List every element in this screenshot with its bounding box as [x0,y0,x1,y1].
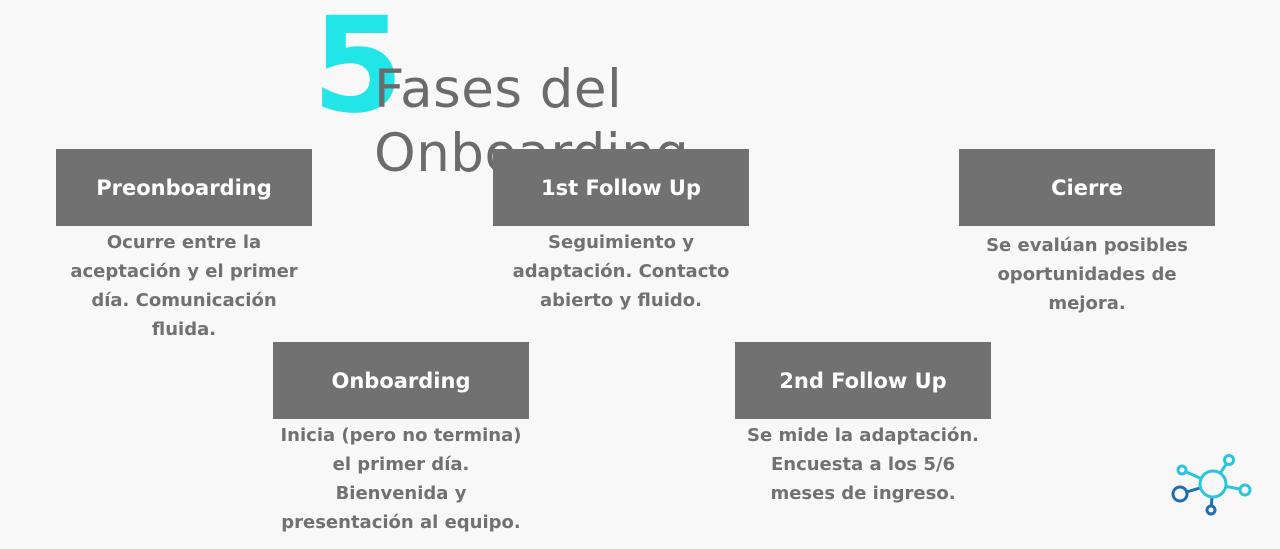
phase-description-cierre: Se evalúan posibles oportunidades de mej… [947,231,1227,318]
description-line: Ocurre entre la [106,232,262,253]
description-line: adaptación. Contacto [512,261,730,282]
description-line: día. Comunicación [91,290,277,311]
description-line: meses de ingreso. [770,483,956,504]
description-line: Inicia (pero no termina) [280,425,522,446]
network-nodes-icon [1171,454,1252,516]
phase-box-cierre: Cierre [959,149,1215,226]
description-line: mejora. [1048,293,1126,314]
phase-description-1st-follow-up: Seguimiento y adaptación. Contacto abier… [481,228,761,315]
page-title: 5 Fases del Onboarding [312,0,952,184]
phase-description-2nd-follow-up: Se mide la adaptación. Encuesta a los 5/… [723,421,1003,508]
description-line: fluida. [151,319,217,340]
description-line: Seguimiento y [548,232,694,253]
phase-description-onboarding: Inicia (pero no termina) el primer día. … [261,421,541,537]
description-line: Encuesta a los 5/6 [770,454,956,475]
phase-description-preonboarding: Ocurre entre la aceptación y el primer d… [44,228,324,344]
description-line: Se evalúan posibles [986,235,1188,256]
phase-box-preonboarding: Preonboarding [56,149,312,226]
description-line: aceptación y el primer [70,261,298,282]
description-line: oportunidades de [997,264,1177,285]
description-line: Bienvenida y [335,483,467,504]
description-line: abierto y fluido. [540,290,702,311]
phase-box-1st-follow-up: 1st Follow Up [493,149,749,226]
description-line: Se mide la adaptación. [747,425,979,446]
title-number: 5 [312,0,404,143]
phase-box-2nd-follow-up: 2nd Follow Up [735,342,991,419]
phase-box-onboarding: Onboarding [273,342,529,419]
description-line: presentación al equipo. [281,512,521,533]
description-line: el primer día. [332,454,470,475]
